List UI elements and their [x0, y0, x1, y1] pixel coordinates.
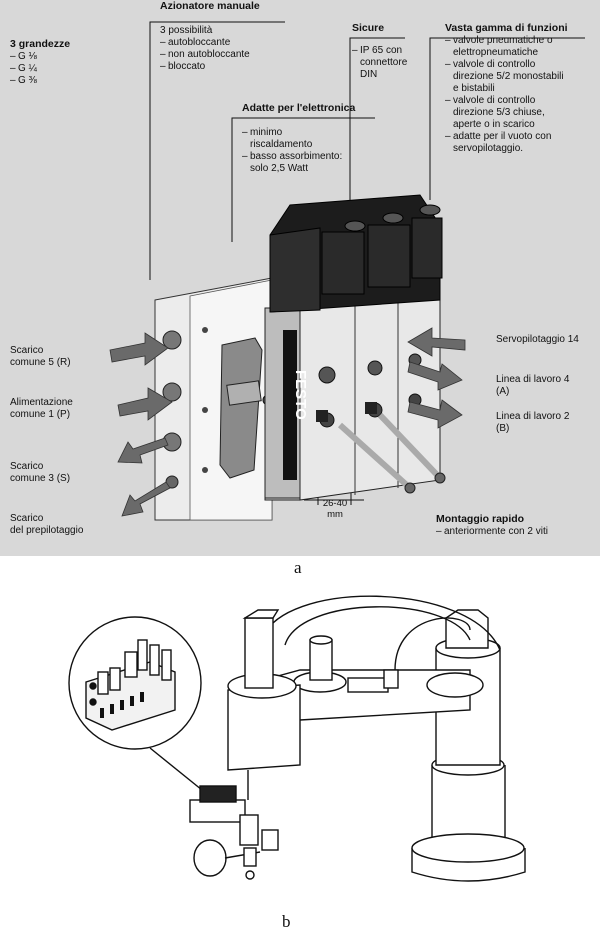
arrow-exhaust-3: [117, 437, 169, 464]
annotation-manual-actuator: Azionatore manuale 3 possibilità autoblo…: [160, 0, 260, 73]
annotation-safe: Sicure IP 65 con connettore DIN: [352, 22, 407, 81]
annotation-electronics: Adatte per l'elettronica minimo riscalda…: [242, 102, 355, 175]
leader-electronics: [231, 117, 375, 242]
panel-a-valve-manifold: FESTO Azionatore manuale 3 possibilità a…: [0, 0, 600, 556]
functions-item-0: valvole pneumatiche o elettropneumatiche: [445, 35, 568, 59]
arrow-work-2: [407, 399, 463, 429]
functions-item-1: valvole di controllo direzione 5/2 monos…: [445, 59, 568, 95]
panel-b-scara-robot: [0, 590, 600, 908]
manual-item-1: autobloccante: [160, 37, 260, 49]
annotation-sizes: 3 grandezze G ⅛ G ¼ G ⅜: [10, 38, 70, 87]
scara-robot-illustration: [68, 595, 526, 882]
sizes-title: 3 grandezze: [10, 38, 71, 50]
label-supply-1: Alimentazione comune 1 (P): [10, 397, 73, 420]
end-effector: [189, 770, 279, 880]
cable-outer: [261, 595, 501, 651]
arm-link: [244, 635, 484, 721]
dimension-label: 26-40 mm: [322, 498, 348, 520]
arrow-supply-1: [117, 387, 173, 421]
leader-manual: [149, 21, 285, 280]
label-exhaust-3: Scarico comune 3 (S): [10, 461, 71, 484]
brand-label: FESTO: [292, 370, 309, 420]
valve-bodies: [264, 295, 441, 501]
arrow-work-4: [407, 361, 463, 391]
electronics-item-0: minimo riscaldamento: [242, 127, 355, 151]
magnifier-pointer: [149, 747, 203, 791]
mounting-screws: [337, 412, 446, 494]
solenoid-heads: [269, 194, 443, 313]
mounting-item-0: anteriormente con 2 viti: [436, 526, 548, 538]
label-exhaust-5: Scarico comune 5 (R): [10, 345, 71, 368]
safe-item-0: IP 65 con connettore DIN: [352, 45, 407, 81]
functions-title: Vasta gamma di funzioni: [445, 22, 568, 34]
arm-joint-1: [227, 609, 301, 771]
cable-inner: [284, 606, 471, 646]
caption-a: a: [294, 558, 302, 577]
functions-item-3: adatte per il vuoto con servopilotaggio.: [445, 131, 568, 155]
label-pilot-exhaust: Scarico del prepilotaggio: [10, 513, 84, 536]
manual-item-3: bloccato: [160, 61, 260, 73]
annotation-mounting: Montaggio rapido anteriormente con 2 vit…: [436, 513, 548, 538]
electronics-item-1: basso assorbimento: solo 2,5 Watt: [242, 151, 355, 175]
label-work-2: Linea di lavoro 2 (B): [496, 411, 570, 434]
manual-item-2: non autobloccante: [160, 49, 260, 61]
electronics-title: Adatte per l'elettronica: [242, 102, 356, 114]
flow-arrows-left: [109, 332, 173, 517]
annotation-functions: Vasta gamma di funzioni valvole pneumati…: [445, 22, 568, 155]
label-pilot-14: Servopilotaggio 14: [496, 334, 579, 345]
sizes-item-1: G ¼: [10, 63, 70, 75]
flow-arrows-right: [407, 327, 466, 429]
safe-title: Sicure: [352, 22, 385, 34]
sizes-item-0: G ⅛: [10, 51, 70, 63]
manual-title: Azionatore manuale: [160, 0, 260, 12]
mounting-title: Montaggio rapido: [436, 513, 525, 525]
functions-item-2: valvole di controllo direzione 5/3 chius…: [445, 95, 568, 131]
manual-item-0: 3 possibilità: [160, 25, 213, 36]
arrow-exhaust-5: [109, 332, 169, 366]
valve-manifold-illustration: FESTO: [109, 21, 585, 521]
arrow-pilot-exhaust: [121, 481, 171, 517]
cable-top: [394, 617, 471, 671]
magnified-valve-manifold: [85, 639, 176, 731]
sizes-item-2: G ⅜: [10, 75, 70, 87]
arrow-pilot-14: [407, 327, 466, 357]
robot-base: [411, 754, 526, 882]
label-work-4: Linea di lavoro 4 (A): [496, 374, 570, 397]
caption-b: b: [282, 912, 291, 931]
